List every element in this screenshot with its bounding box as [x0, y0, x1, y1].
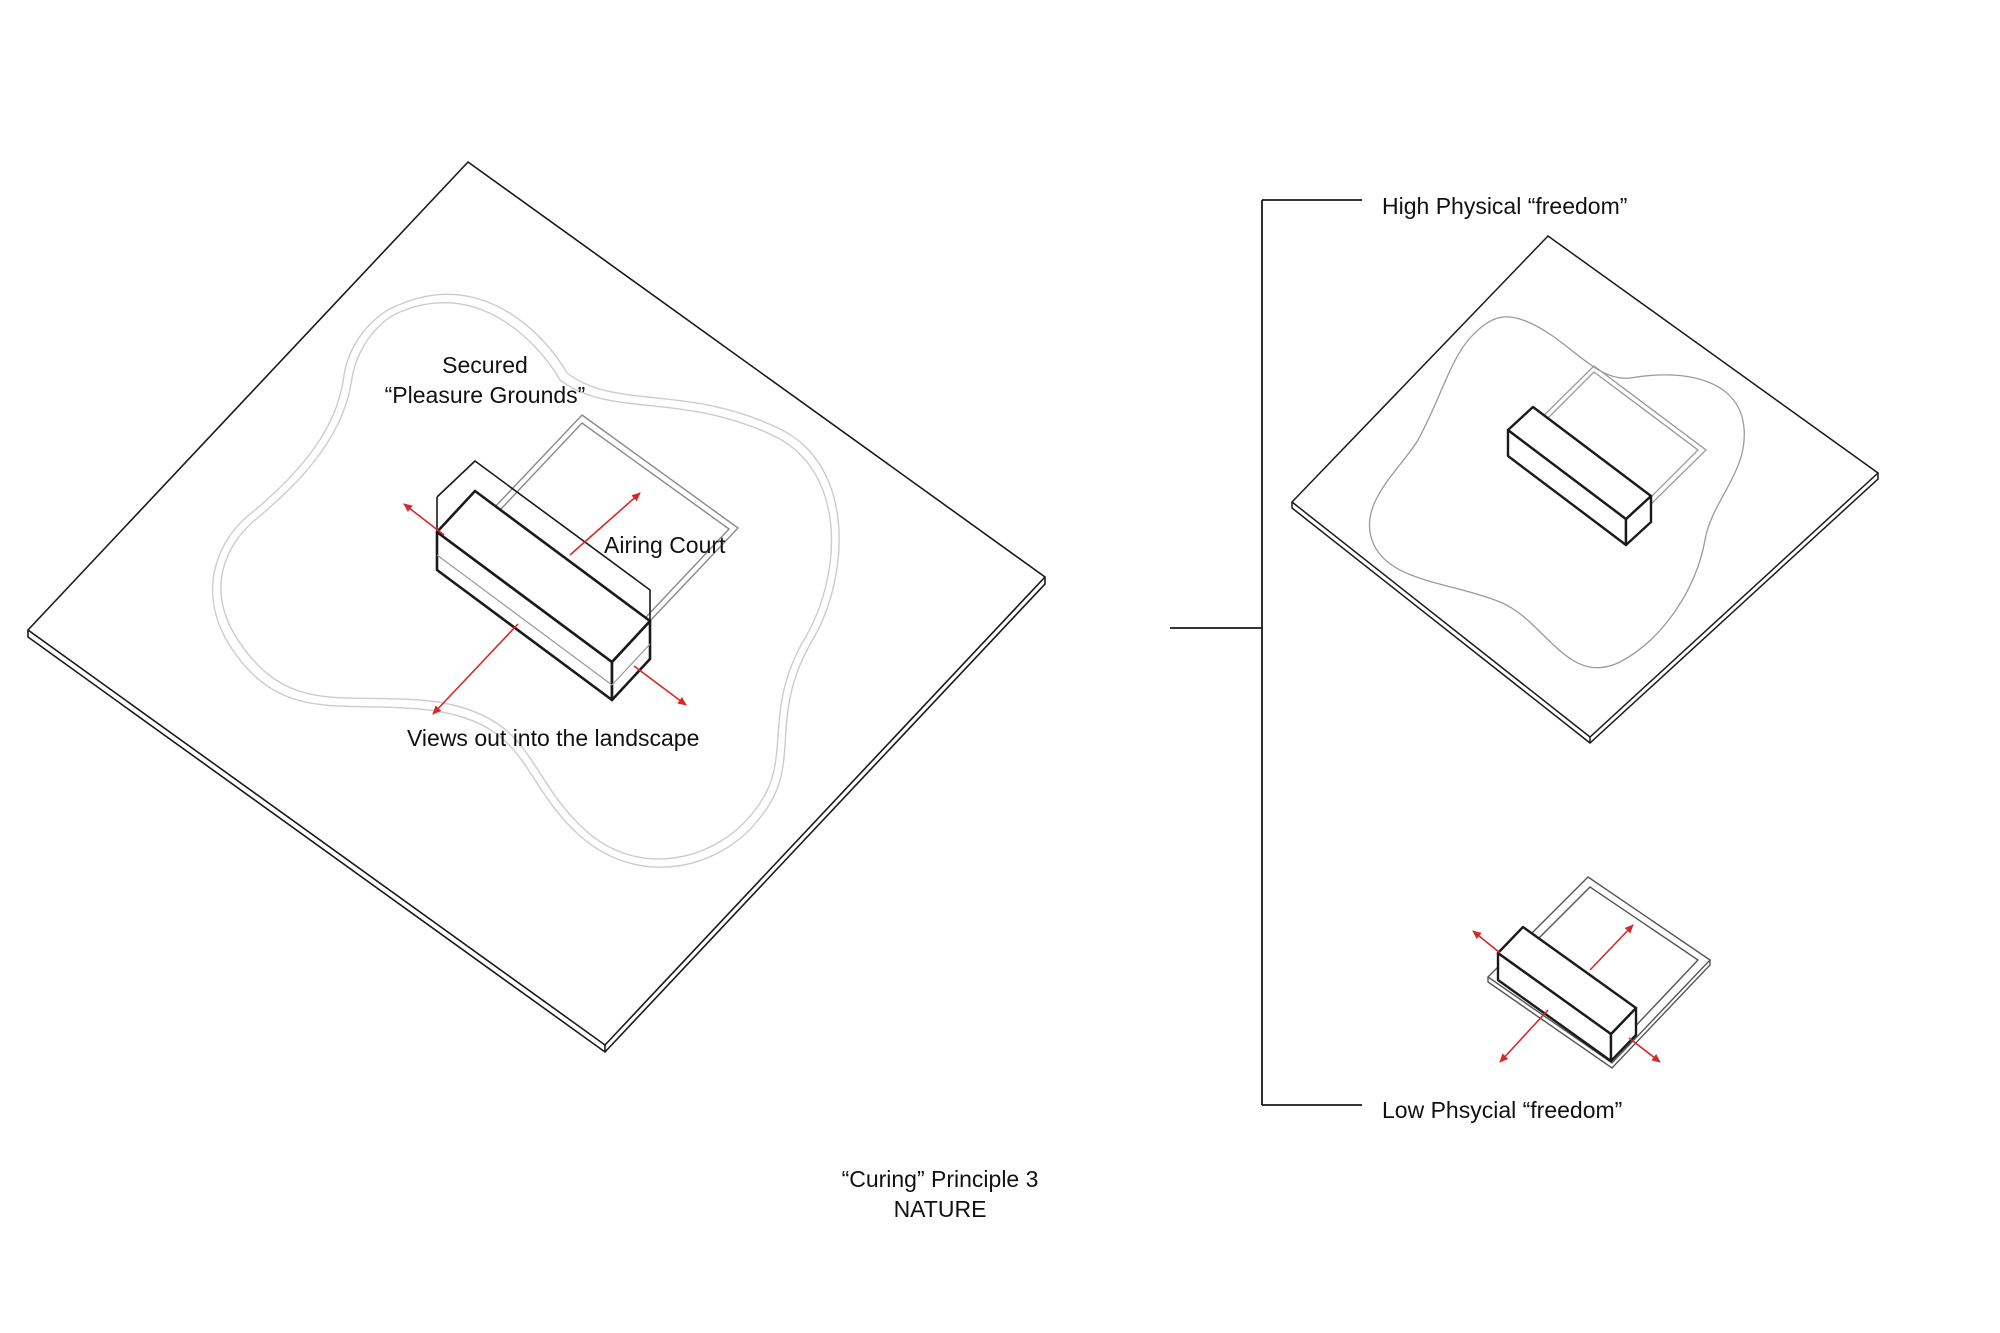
main-building-block [435, 460, 652, 702]
main-view-arrows [403, 492, 687, 715]
view-arrow [1628, 1037, 1661, 1063]
main-site-plate [26, 160, 1047, 1054]
low-freedom-building [1496, 925, 1638, 1063]
main-site-diagram [26, 160, 1047, 1054]
view-arrow [1499, 1009, 1549, 1063]
low-freedom-label: Low Phsycial “freedom” [1382, 1097, 1623, 1123]
views-out-label: Views out into the landscape [407, 725, 700, 751]
low-freedom-view-arrows [1472, 924, 1661, 1063]
view-arrow [403, 503, 445, 536]
high-freedom-building [1506, 405, 1653, 547]
low-freedom-diagram [1472, 876, 1712, 1069]
principle-caption-line2: NATURE [893, 1196, 987, 1222]
pleasure-grounds-label: Secured “Pleasure Grounds” [360, 350, 610, 410]
pleasure-grounds-label-line1: Secured [442, 352, 528, 378]
view-arrow [569, 492, 641, 556]
freedom-bracket [1170, 199, 1362, 1106]
high-freedom-diagram [1290, 235, 1880, 744]
pleasure-grounds-label-line2: “Pleasure Grounds” [384, 382, 586, 408]
high-freedom-grounds-boundary [1368, 316, 1745, 669]
view-arrow [633, 665, 687, 706]
view-arrow [1472, 930, 1501, 954]
view-arrow [432, 623, 519, 715]
high-freedom-label: High Physical “freedom” [1382, 193, 1628, 219]
principle-caption-line1: “Curing” Principle 3 [841, 1166, 1039, 1192]
principle-caption: “Curing” Principle 3 NATURE [800, 1164, 1080, 1224]
airing-court-label: Airing Court [604, 532, 726, 558]
view-arrow [1589, 924, 1634, 971]
pleasure-grounds-boundary [211, 293, 840, 868]
high-freedom-site-plate [1290, 235, 1880, 744]
